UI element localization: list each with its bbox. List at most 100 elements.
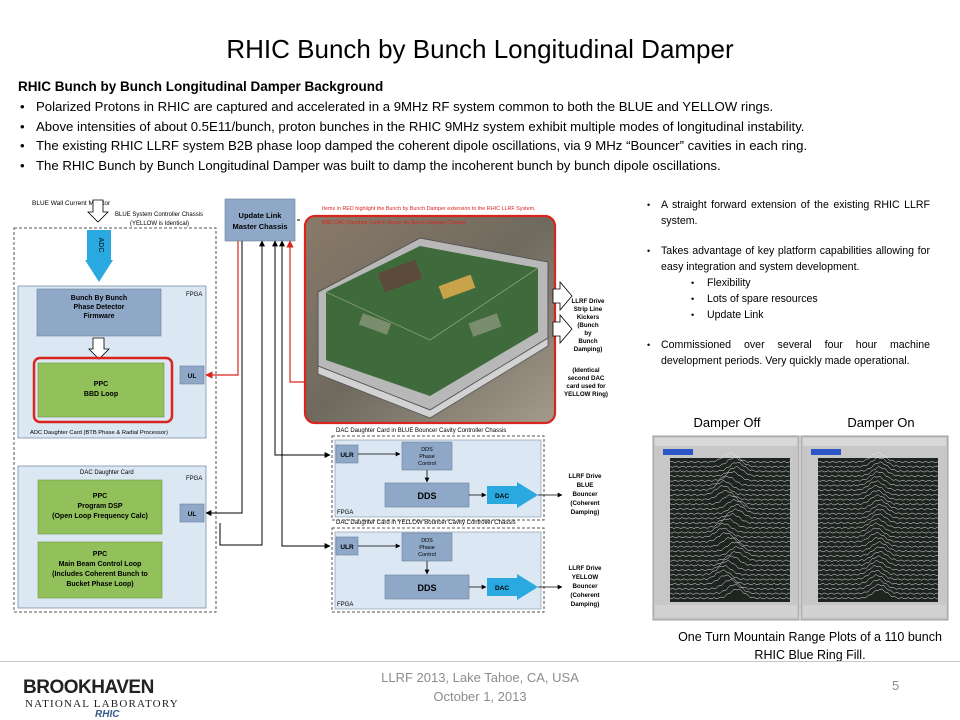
- ppc-main-box: [37, 541, 163, 599]
- mountain-trace: [817, 503, 939, 515]
- dac-triangle: [517, 574, 538, 600]
- kicker-arrow: [552, 280, 573, 312]
- mountain-trace: [817, 541, 939, 553]
- mountain-trace: [669, 555, 791, 567]
- mountain-trace: [669, 499, 791, 511]
- ppc-main-text: (Includes Coherent Bunch to: [52, 571, 148, 578]
- mountain-trace: [817, 532, 939, 543]
- kicker-label: (Bunch: [577, 322, 599, 329]
- brookhaven-logo: BROOKHAVEN NATIONAL LABORATORY RHIC: [15, 672, 190, 720]
- dac-triangle: [517, 482, 538, 508]
- link-line: [205, 241, 243, 516]
- dds-phase-text: Control: [418, 552, 436, 558]
- kicker-label: by: [584, 330, 592, 337]
- mountain-trace: [817, 574, 939, 586]
- mountain-trace: [817, 476, 939, 487]
- blue-drive-label: (Coherent: [570, 500, 599, 507]
- second-dac-label: YELLOW Ring): [564, 391, 608, 398]
- second-dac-label: card used for: [566, 383, 606, 390]
- mountain-trace: [817, 471, 939, 482]
- mountain-trace: [669, 541, 791, 553]
- mountain-trace: [669, 537, 791, 548]
- feature-bullets: A straight forward extension of the exis…: [645, 197, 930, 383]
- mountain-trace: [669, 551, 791, 562]
- dac-box: [487, 486, 517, 504]
- blue-drive-label: BLUE: [577, 482, 594, 489]
- ppc-dsp-text: PPC: [93, 493, 107, 500]
- mountain-trace: [669, 494, 791, 506]
- logo-sub-text: NATIONAL LABORATORY: [25, 698, 179, 710]
- dac-label: DAC: [495, 493, 509, 500]
- mountain-trace: [817, 551, 939, 562]
- mountain-trace: [817, 569, 939, 581]
- mountain-trace: [818, 466, 939, 478]
- mountain-trace: [817, 461, 939, 473]
- second-dac-label: second DAC: [568, 375, 605, 382]
- second-dac-label: (Identical: [572, 367, 599, 374]
- mountain-trace: [669, 503, 791, 515]
- yellow-drive-label: LLRF Drive: [568, 565, 602, 572]
- mountain-trace: [817, 490, 939, 501]
- mountain-trace: [669, 565, 791, 576]
- kicker-arrow: [552, 313, 573, 345]
- mountain-trace: [817, 527, 939, 539]
- ppc-main-text: Main Beam Control Loop: [59, 561, 142, 568]
- mountain-trace: [817, 517, 939, 529]
- feature-bullet-text: Takes advantage of key platform capabili…: [661, 245, 930, 273]
- dds-phase-text: Phase: [419, 454, 435, 460]
- mountain-trace: [817, 555, 939, 567]
- bullet-item: The RHIC Bunch by Bunch Longitudinal Dam…: [18, 156, 948, 176]
- yellow-bouncer-outline: [331, 527, 545, 613]
- feature-sub-bullets: Flexibility Lots of spare resources Upda…: [691, 275, 930, 323]
- phase-to-ppc-arrow: [88, 337, 110, 360]
- mountain-plot-off: [652, 435, 800, 621]
- ppc-dsp-text: Program DSP: [77, 503, 122, 510]
- ppc-bbd-box: [37, 362, 165, 418]
- dds-label: DDS: [417, 583, 436, 593]
- ppc-bbd-text: BBD Loop: [84, 391, 118, 398]
- fpga-label: FPGA: [186, 292, 202, 298]
- mountain-plot-on: [800, 435, 949, 621]
- ul-box-2: [179, 503, 205, 523]
- mountain-trace: [817, 522, 939, 534]
- mountain-trace: [669, 452, 791, 464]
- mountain-trace: [670, 466, 791, 478]
- fpga-label: FPGA: [337, 602, 353, 608]
- dds-label: DDS: [417, 491, 436, 501]
- ulr-label: ULR: [340, 544, 354, 551]
- logo-rhic-text: RHIC: [95, 709, 120, 720]
- mountain-trace: [669, 471, 791, 482]
- mountain-trace: [669, 545, 791, 558]
- mountain-trace: [817, 494, 939, 506]
- mountain-trace: [669, 480, 791, 492]
- mountain-trace: [817, 480, 939, 492]
- ppc-bbd-text: PPC: [94, 381, 108, 388]
- background-heading: RHIC Bunch by Bunch Longitudinal Damper …: [18, 79, 384, 94]
- mountain-trace: [817, 484, 939, 496]
- mountain-trace: [669, 489, 791, 501]
- adc-triangle: [85, 260, 113, 282]
- link-line: [219, 240, 265, 546]
- dds-phase-text: DDS: [421, 447, 433, 453]
- adc-card-title: ADC Daughter Card (BTB Phase & Radial Pr…: [30, 430, 168, 436]
- sub-bullet: Flexibility: [691, 275, 930, 291]
- mountain-trace: [669, 475, 791, 487]
- ppc-main-text: Bucket Phase Loop): [66, 581, 133, 588]
- dds-box: [384, 482, 470, 508]
- ul-label: UL: [188, 511, 197, 518]
- mountain-trace: [817, 509, 939, 520]
- slide-title: RHIC Bunch by Bunch Longitudinal Damper: [226, 34, 734, 64]
- mountain-trace: [669, 518, 791, 529]
- fpga-label: FPGA: [337, 510, 353, 516]
- mountain-trace: [817, 546, 939, 558]
- feature-bullet: Commissioned over several four hour mach…: [645, 337, 930, 369]
- mountain-trace: [817, 499, 939, 511]
- yellow-bouncer-title: DAC Daughter Card in YELLOW Bouncer Cavi…: [336, 520, 516, 526]
- kicker-label: Strip Line: [574, 306, 603, 313]
- sub-bullet: Lots of spare resources: [691, 291, 930, 307]
- mountain-trace: [669, 560, 791, 572]
- mountain-trace: [817, 457, 939, 468]
- bullet-item: Above intensities of about 0.5E11/bunch,…: [18, 117, 948, 137]
- yellow-drive-label: YELLOW: [572, 574, 599, 581]
